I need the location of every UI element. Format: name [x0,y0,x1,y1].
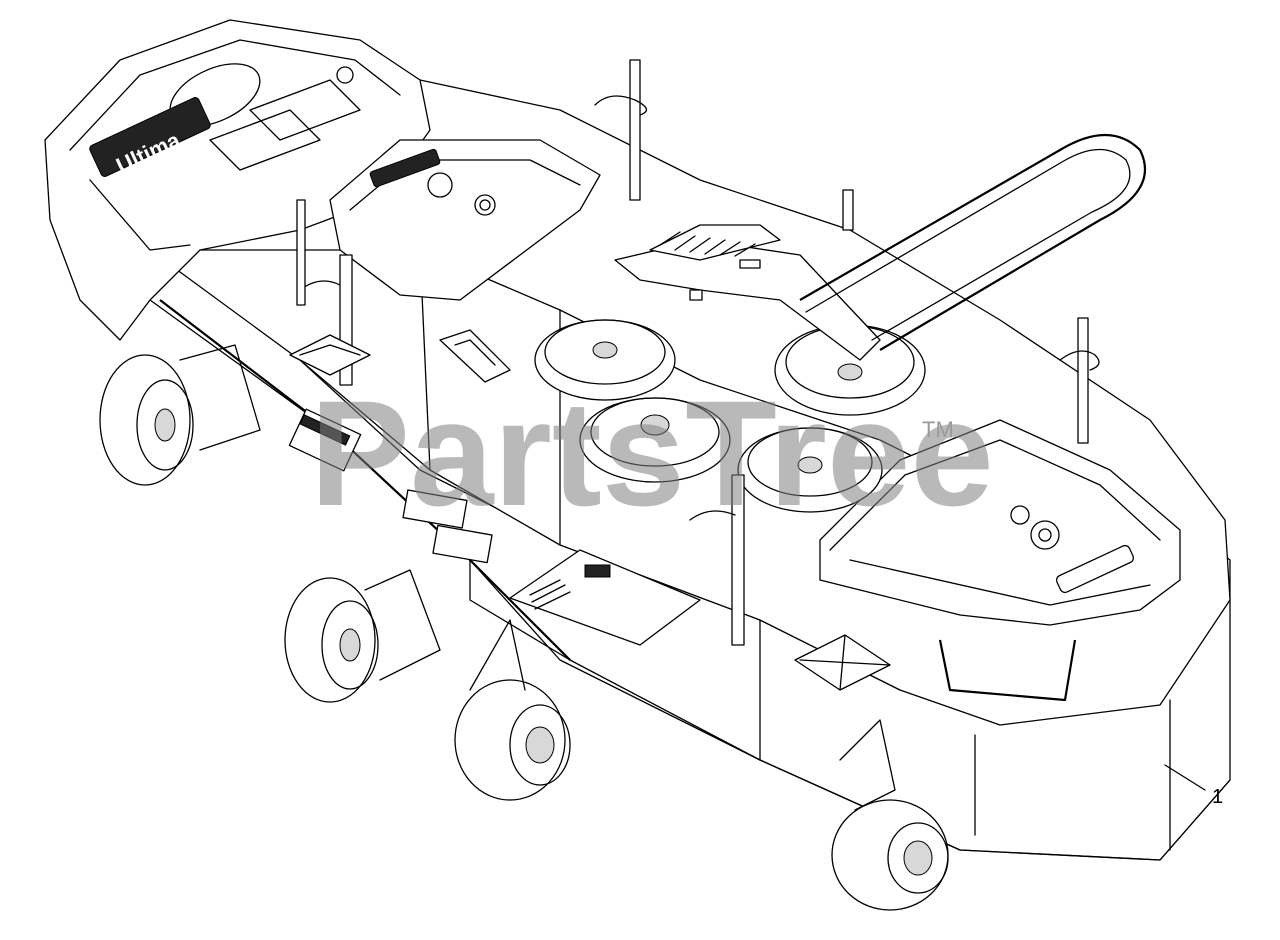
watermark: PartsTree TM [310,369,994,537]
caster-wheel-icon [284,569,441,703]
caster-wheel-icon [454,619,571,801]
watermark-text: PartsTree [310,369,994,537]
caster-wheels [99,344,949,911]
warning-decal-icon [794,634,891,691]
left-belt-cover: Ultima [44,19,431,341]
warning-decal-icon [289,334,371,376]
center-belt-shield [329,139,601,301]
pulley-icon [737,427,883,513]
instruction-decal [509,549,701,646]
decals [288,329,891,691]
callout-1: 1 [1164,764,1223,808]
caster-wheel-icon [831,719,949,911]
drive-belt [799,133,1147,351]
caster-wheel-icon [99,344,261,486]
pulley-icon [534,319,676,401]
right-belt-shield [819,419,1181,702]
trademark-symbol: TM [922,417,954,442]
idler-arm [614,224,881,361]
pulley-icon [579,397,731,483]
callout-label: 1 [1212,786,1223,808]
warning-decal-icon [439,329,511,383]
pulleys [534,319,926,513]
